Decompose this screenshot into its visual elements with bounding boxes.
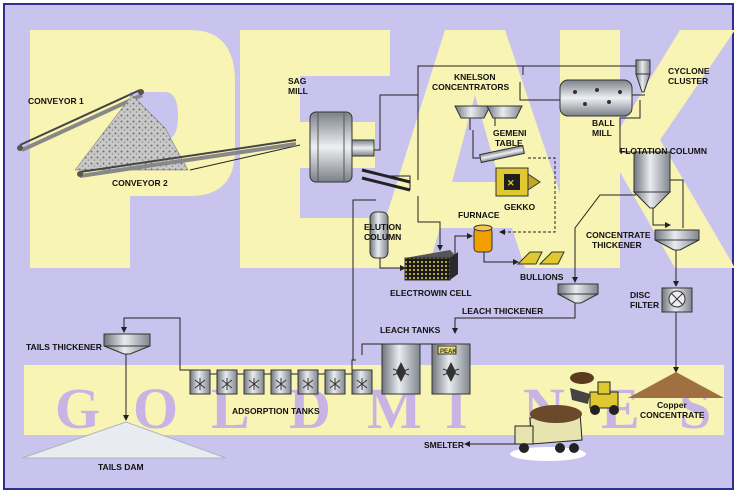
tank-logo-text: PEAK <box>440 349 457 355</box>
label-conveyor-1: CONVEYOR 1 <box>28 96 84 106</box>
label-copper-2: CONCENTRATE <box>640 410 705 420</box>
label-gemeni-2: TABLE <box>495 138 523 148</box>
label-bullions: BULLIONS <box>520 272 564 282</box>
label-adsorption-tanks: ADSORPTION TANKS <box>232 406 320 416</box>
label-knelson-2: CONCENTRATORS <box>432 82 509 92</box>
label-electrowin-cell: ELECTROWIN CELL <box>390 288 472 298</box>
leach-tanks: PEAK <box>381 343 471 395</box>
label-cyclone-2: CLUSTER <box>668 76 708 86</box>
knelson-concentrators <box>454 105 523 119</box>
label-disc-filter-1: DISC <box>630 290 650 300</box>
label-gekko: GEKKO <box>504 202 536 212</box>
adsorption-tank <box>216 369 244 395</box>
gekko-unit: ✕ <box>495 167 541 197</box>
copper-concentrate-pile <box>628 372 724 398</box>
conveyor-1 <box>17 89 144 152</box>
label-copper-1: Copper <box>657 400 687 410</box>
tails-dam <box>21 421 227 459</box>
svg-text:✕: ✕ <box>507 178 515 188</box>
adsorption-tank <box>297 369 325 395</box>
dump-truck-icon <box>510 405 586 461</box>
concentrate-thickener <box>654 229 700 251</box>
label-cyclone-1: CYCLONE <box>668 66 710 76</box>
trommel-screen <box>361 168 411 192</box>
label-leach-tanks: LEACH TANKS <box>380 325 441 335</box>
watermark-logo <box>24 30 735 435</box>
elution-column <box>369 211 389 259</box>
label-ball-mill-2: MILL <box>592 128 612 138</box>
label-tails-thickener: TAILS THICKENER <box>26 342 102 352</box>
label-conveyor-2: CONVEYOR 2 <box>112 178 168 188</box>
label-sag-mill-2: MILL <box>288 86 308 96</box>
label-gemeni-1: GEMENI <box>493 128 527 138</box>
label-concentrate-thickener-1: CONCENTRATE <box>586 230 651 240</box>
label-elution-2: COLUMN <box>364 232 401 242</box>
watermark-letter: G <box>55 376 100 441</box>
tails-thickener <box>103 333 151 355</box>
label-flotation-column: FLOTATION COLUMN <box>620 146 707 156</box>
adsorption-tanks <box>189 369 373 395</box>
adsorption-tank <box>324 369 352 395</box>
label-disc-filter-2: FILTER <box>630 300 659 310</box>
label-sag-mill-1: SAG <box>288 76 307 86</box>
cyclone-cluster <box>635 59 651 93</box>
label-tails-dam: TAILS DAM <box>98 462 144 472</box>
label-knelson-1: KNELSON <box>454 72 496 82</box>
gemeni-table <box>479 144 525 164</box>
adsorption-tank <box>270 369 298 395</box>
electrowin-cell <box>404 250 458 281</box>
labels: CONVEYOR 1 CONVEYOR 2 SAG MILL KNELSON C… <box>26 66 710 472</box>
ore-stockpile <box>74 94 189 171</box>
tank-peak-logo <box>437 345 457 355</box>
leach-thickener <box>557 283 599 304</box>
label-furnace: FURNACE <box>458 210 500 220</box>
bullions <box>516 251 565 265</box>
label-smelter: SMELTER <box>424 440 464 450</box>
loader-icon <box>570 372 619 415</box>
adsorption-tank <box>243 369 271 395</box>
label-leach-thickener: LEACH THICKENER <box>462 306 543 316</box>
conveyor-2 <box>77 139 297 178</box>
label-elution-1: ELUTION <box>364 222 401 232</box>
flotation-column <box>632 151 672 209</box>
adsorption-tank <box>351 369 373 395</box>
furnace <box>473 224 493 253</box>
adsorption-tank <box>189 369 217 395</box>
label-ball-mill-1: BALL <box>592 118 615 128</box>
disc-filter <box>661 287 693 313</box>
label-concentrate-thickener-2: THICKENER <box>592 240 642 250</box>
sag-mill <box>309 111 375 183</box>
ball-mill <box>559 79 633 117</box>
